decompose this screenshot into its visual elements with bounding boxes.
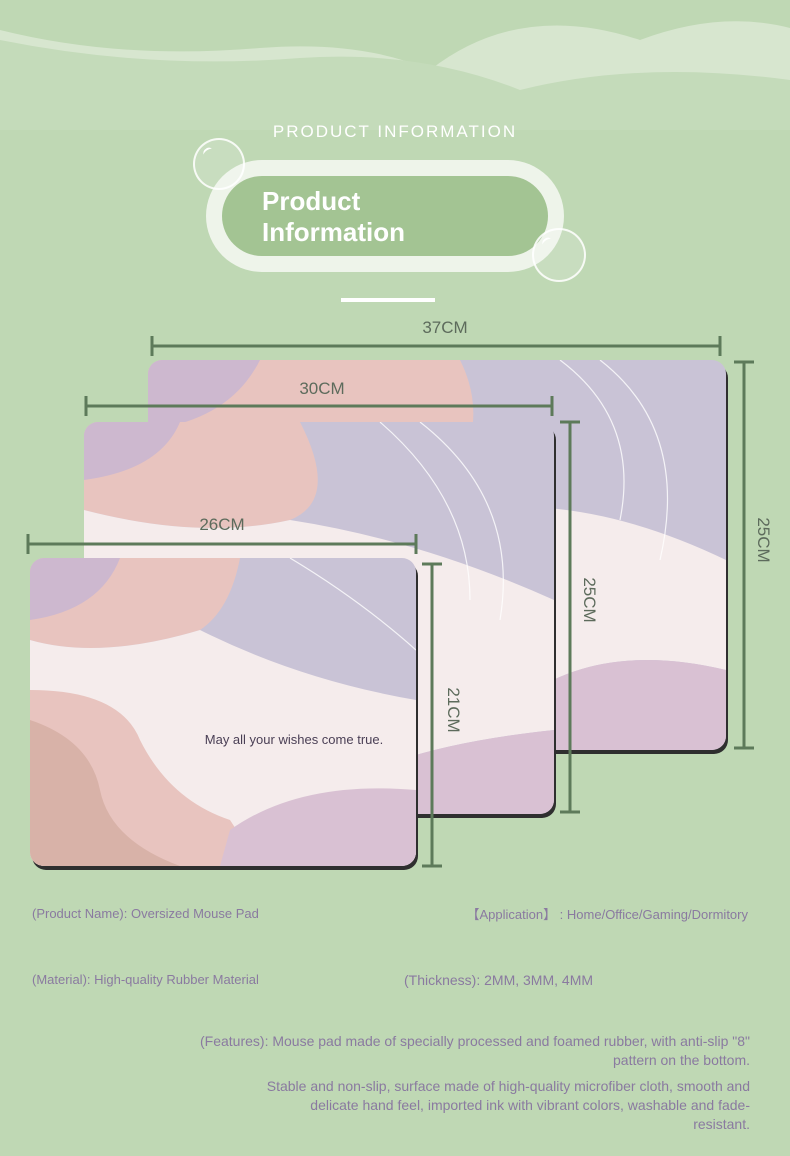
features-detail-line-1: Stable and non-slip, surface made of hig… — [266, 1078, 750, 1094]
pad-slogan: May all your wishes come true. — [205, 732, 383, 747]
bubble-decoration — [532, 228, 586, 282]
spec-thickness: (Thickness): 2MM, 3MM, 4MM — [404, 972, 594, 988]
features-line-2: pattern on the bottom. — [613, 1052, 750, 1068]
spec-product-name: (Product Name): Oversized Mouse Pad — [32, 906, 259, 921]
medium-width-label: 30CM — [299, 379, 344, 398]
pad-small: May all your wishes come true. — [30, 558, 418, 870]
background-hills — [0, 21, 790, 130]
divider — [341, 298, 435, 302]
large-height-label: 25CM — [754, 517, 773, 562]
section-caption: PRODUCT INFORMATION — [272, 122, 518, 141]
bubble-decoration — [193, 138, 245, 190]
spec-application: 【Application】 : Home/Office/Gaming/Dormi… — [466, 907, 748, 922]
spec-material: (Material): High-quality Rubber Material — [32, 972, 259, 987]
dimension-lines — [26, 336, 754, 868]
small-width-label: 26CM — [199, 515, 244, 534]
spec-features-detail: Stable and non-slip, surface made of hig… — [30, 1077, 750, 1134]
page-title: Product Information — [262, 186, 405, 248]
spec-features: (Features): Mouse pad made of specially … — [30, 1032, 750, 1070]
title-line-1: Product — [262, 186, 361, 216]
title-line-2: Information — [262, 217, 405, 247]
large-width-label: 37CM — [422, 318, 467, 337]
small-height-label: 21CM — [444, 687, 463, 732]
features-detail-line-2: delicate hand feel, imported ink with vi… — [310, 1097, 750, 1113]
features-line-1: (Features): Mouse pad made of specially … — [200, 1033, 750, 1049]
features-detail-line-3: resistant. — [693, 1116, 750, 1132]
medium-height-label: 25CM — [580, 577, 599, 622]
title-badge — [222, 176, 548, 256]
